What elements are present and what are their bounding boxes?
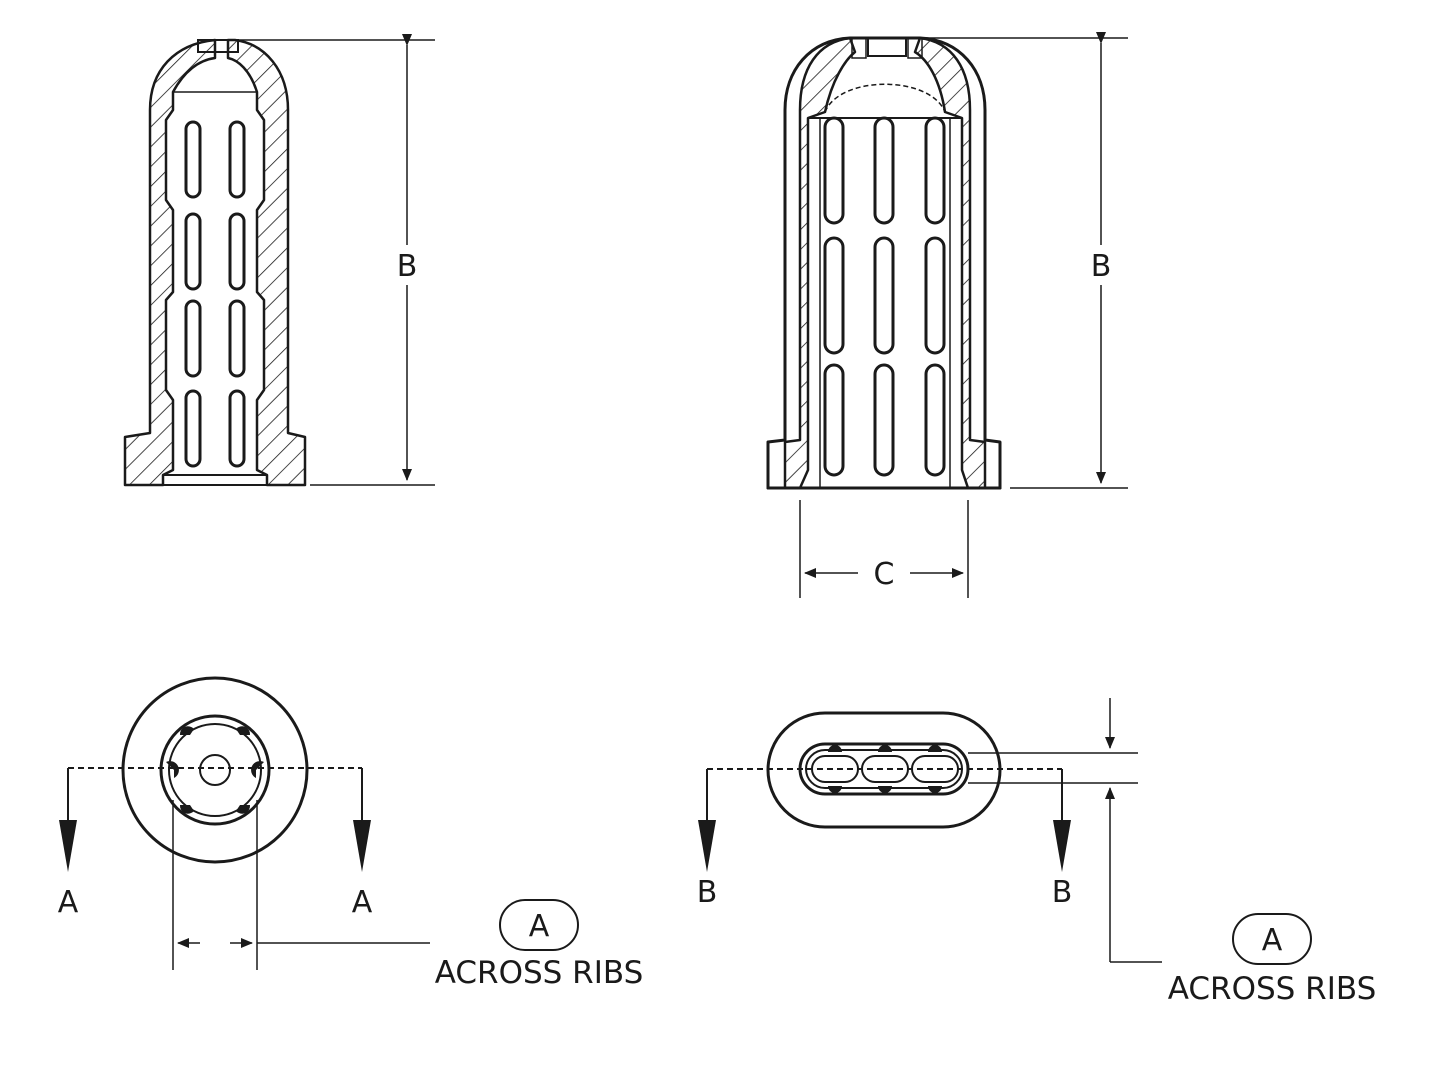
rib-dots [828, 745, 942, 793]
top-vent [197, 39, 239, 53]
top-vent [867, 37, 907, 57]
rib-slots-left [184, 120, 202, 468]
callout-a-label: A [529, 909, 550, 944]
dim-b-label-2: B [1091, 249, 1112, 284]
section-view-a: B [123, 34, 435, 487]
section-label-b-left: B [697, 875, 718, 910]
dim-c-label: C [874, 557, 895, 592]
section-arrow-right-head [1053, 820, 1071, 872]
callout-a-bubble [1232, 913, 1312, 965]
rib-dots [166, 726, 264, 814]
center-hole [199, 754, 231, 786]
section-label-b-right: B [1052, 875, 1073, 910]
section-view-b: B C [766, 32, 1128, 598]
top-view-round: A A A ACROSS RIBS [58, 676, 644, 991]
top-view-oval: B B A ACROSS RIBS [697, 698, 1377, 1007]
outer-circle [121, 676, 309, 864]
rib-cavities [811, 755, 959, 783]
callout-a-note: ACROSS RIBS [1168, 971, 1377, 1007]
right-wall-section [226, 38, 307, 487]
rib-slots [823, 116, 946, 477]
section-label-a-right: A [352, 885, 373, 920]
top-notch-left [851, 37, 867, 59]
section-label-a-left: A [58, 885, 79, 920]
inner-circle [168, 723, 262, 817]
callout-a-label: A [1262, 923, 1283, 958]
section-arrow-left-head [59, 820, 77, 872]
rib-slots-right [228, 120, 246, 468]
top-notch-right [907, 37, 923, 59]
section-arrow-right-head [353, 820, 371, 872]
callout-a-note: ACROSS RIBS [435, 955, 644, 991]
inner-circle-outer [159, 714, 271, 826]
dim-b-label-1: B [397, 249, 418, 284]
section-arrow-left-head [698, 820, 716, 872]
left-wall-section [123, 38, 217, 487]
inner-dome-hidden [824, 83, 946, 113]
callout-a-bubble [499, 899, 579, 951]
